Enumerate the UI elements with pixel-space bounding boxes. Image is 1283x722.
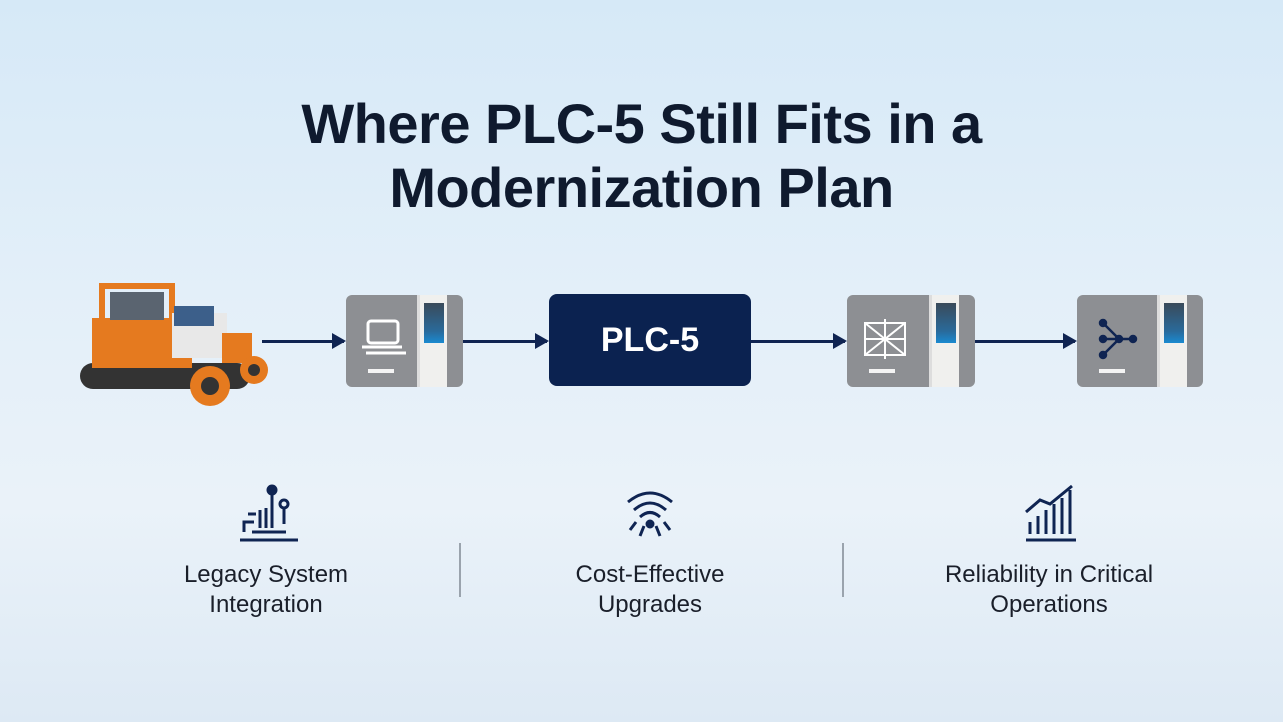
- circuit-icon: [240, 484, 298, 542]
- plc-5-label: PLC-5: [600, 320, 700, 359]
- page-title: Where PLC-5 Still Fits in a Modernizatio…: [0, 92, 1283, 220]
- flow-arrow: [975, 333, 1077, 349]
- bar-chart-growth-icon: [1025, 484, 1076, 542]
- wireless-signal-icon: [627, 491, 673, 537]
- feature-label-line: Integration: [209, 591, 323, 618]
- network-device: [847, 295, 975, 387]
- ai-device: [1077, 295, 1203, 387]
- feature-label-line: Operations: [990, 591, 1108, 618]
- legacy-device: [346, 295, 463, 387]
- neural-network-icon: [1098, 318, 1138, 360]
- title-line-2: Modernization Plan: [389, 156, 894, 219]
- flow-arrow: [463, 333, 549, 349]
- divider: [842, 543, 844, 597]
- feature-label-line: Upgrades: [597, 591, 703, 618]
- flow-arrow: [751, 333, 847, 349]
- feature-label-line: Reliability in Critical: [944, 561, 1154, 588]
- flow-arrow: [262, 333, 346, 349]
- network-mesh-icon: [864, 319, 906, 359]
- laptop-icon: [362, 319, 406, 355]
- feature-label-line: Legacy System: [183, 561, 349, 588]
- divider: [459, 543, 461, 597]
- machinery-image: [80, 283, 268, 406]
- plc-5-box: PLC-5: [549, 294, 751, 386]
- feature-label-line: Cost-Effective: [575, 561, 725, 588]
- title-line-1: Where PLC-5 Still Fits in a: [301, 92, 982, 155]
